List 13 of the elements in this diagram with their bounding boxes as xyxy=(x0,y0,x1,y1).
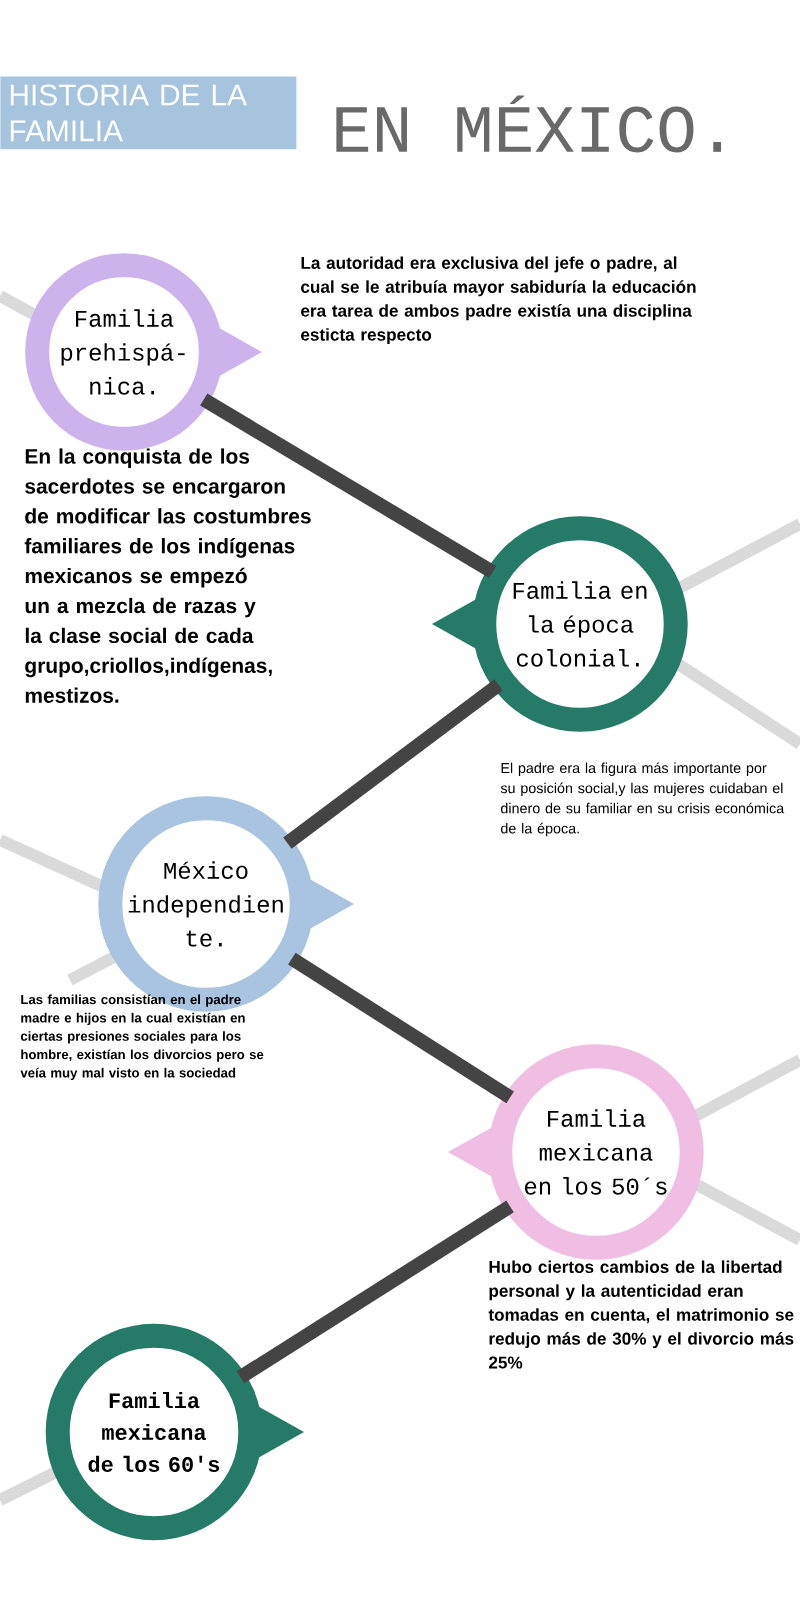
description-text: En la conquista de los sacerdotes se encargaron de modificar las costumbres familiares de los indígenas mexicanos se empezó un a mezcla de razas y la clase social de cada grupo,criollos,indígenas, mestizos. xyxy=(24,448,311,703)
connector-line xyxy=(283,679,503,849)
connector-line xyxy=(236,1200,514,1384)
description-text: Hubo ciertos cambios de la libertad personal y la autenticidad eran tomadas en cuenta, el matrimonio se redujo más de 30% y el divorcio más 25% xyxy=(488,1260,794,1369)
speech-ring: Familia mexicana en los 50´s xyxy=(448,1044,704,1260)
speech-ring: Familia prehispá- nica. xyxy=(25,253,262,451)
heading: EN MÉXICO. xyxy=(336,95,722,153)
connector-line xyxy=(200,393,497,578)
speech-ring: Familia en la época colonial. xyxy=(432,516,688,732)
speech-ring: Familia mexicana de los 60's xyxy=(45,1323,304,1541)
description-text: La autoridad era exclusiva del jefe o padre, al cual se le atribuía mayor sabiduría la educación era tarea de ambos padre existía una disciplina esticta respecto xyxy=(301,256,696,345)
connector-line xyxy=(288,952,514,1104)
title-banner: HISTORIA DE LA FAMILIA xyxy=(0,76,297,150)
